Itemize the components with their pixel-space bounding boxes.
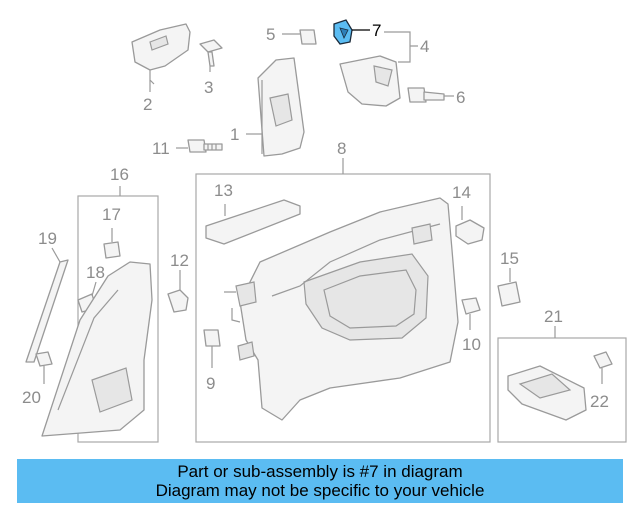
- callout-4: 4: [420, 37, 429, 56]
- part-8-quarter-trim: [224, 197, 459, 421]
- part-11-bolt: [187, 139, 223, 153]
- callout-2: 2: [143, 95, 152, 114]
- part-16-trim-panel: [41, 261, 153, 437]
- callout-20: 20: [22, 388, 41, 407]
- callout-7: 7: [372, 21, 381, 40]
- part-12-clip: [167, 289, 189, 313]
- caption-bar: Part or sub-assembly is #7 in diagram Di…: [17, 459, 623, 503]
- callout-11: 11: [152, 139, 170, 158]
- callout-1: 1: [230, 125, 239, 144]
- callout-21: 21: [544, 307, 563, 326]
- part-20-clip: [35, 351, 53, 367]
- part-7-clip-highlighted: [333, 19, 353, 45]
- callout-5: 5: [266, 25, 275, 44]
- part-6-screw: [407, 87, 445, 103]
- group-box-21: [497, 337, 627, 443]
- part-9-clip: [203, 329, 221, 347]
- callout-15: 15: [500, 249, 519, 268]
- callout-16: 16: [110, 165, 129, 184]
- callout-18: 18: [86, 263, 105, 282]
- part-4-panel: [339, 55, 401, 107]
- part-5-clip: [299, 29, 317, 45]
- callout-3: 3: [204, 78, 213, 97]
- callout-22: 22: [590, 392, 609, 411]
- caption-line-2: Diagram may not be specific to your vehi…: [155, 481, 485, 500]
- callout-14: 14: [452, 183, 471, 202]
- callout-6: 6: [456, 88, 465, 107]
- callout-17: 17: [102, 205, 121, 224]
- caption-line-1: Part or sub-assembly is #7 in diagram: [177, 462, 463, 481]
- part-17-clip: [103, 241, 121, 259]
- callout-9: 9: [206, 374, 215, 393]
- part-14-cover: [455, 219, 485, 245]
- group-box-16: [77, 195, 159, 443]
- part-15-bracket: [497, 281, 521, 307]
- callout-13: 13: [214, 181, 233, 200]
- part-22-bulb: [593, 351, 613, 369]
- part-3-pin: [199, 39, 223, 67]
- part-2-bracket: [131, 23, 191, 85]
- part-19-strip: [25, 259, 69, 363]
- part-10-clip: [461, 297, 481, 315]
- callout-10: 10: [462, 335, 481, 354]
- callout-12: 12: [170, 251, 189, 270]
- part-1-pillar-trim: [257, 57, 305, 157]
- part-21-lamp: [507, 365, 587, 421]
- callout-19: 19: [38, 229, 57, 248]
- callout-8: 8: [337, 139, 346, 158]
- part-13-strip: [205, 199, 301, 245]
